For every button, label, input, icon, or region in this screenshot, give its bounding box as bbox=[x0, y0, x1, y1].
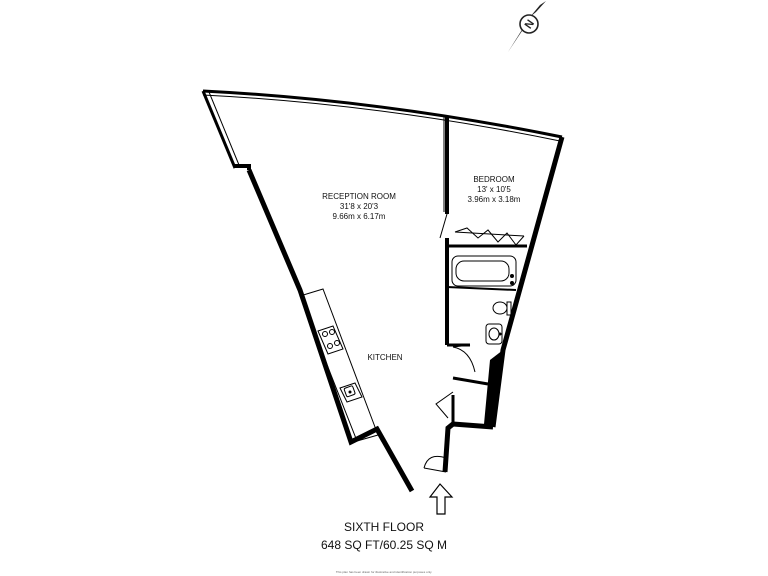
kitchen-counter bbox=[299, 288, 379, 442]
floor-name: SIXTH FLOOR bbox=[343, 520, 424, 534]
reception-room-label: RECEPTION ROOM 31'8 x 20'3 9.66m x 6.17m bbox=[322, 192, 396, 221]
disclaimer: This plan has been drawn for illustrativ… bbox=[335, 570, 433, 574]
bedroom-name: BEDROOM bbox=[473, 175, 515, 184]
compass-icon: N bbox=[508, 1, 546, 52]
bathroom-sink-icon bbox=[485, 323, 503, 345]
reception-room-dims-imperial: 31'8 x 20'3 bbox=[340, 202, 379, 211]
reception-room-name: RECEPTION ROOM bbox=[322, 192, 396, 201]
entrance-arrow-icon bbox=[428, 483, 454, 515]
bedroom-label: BEDROOM 13' x 10'5 3.96m x 3.18m bbox=[468, 175, 521, 204]
bedroom-dims-metric: 3.96m x 3.18m bbox=[468, 195, 521, 204]
bathtub-icon bbox=[451, 255, 517, 287]
kitchen-label: KITCHEN bbox=[367, 353, 402, 362]
floor-area: 648 SQ FT/60.25 SQ M bbox=[320, 538, 448, 552]
doors bbox=[423, 213, 476, 473]
exterior-walls bbox=[201, 89, 565, 493]
bedroom-dims-imperial: 13' x 10'5 bbox=[477, 185, 511, 194]
kitchen-sink-icon bbox=[339, 382, 363, 403]
hob-icon bbox=[317, 325, 344, 355]
reception-room-dims-metric: 9.66m x 6.17m bbox=[333, 212, 386, 221]
toilet-icon bbox=[492, 301, 512, 316]
